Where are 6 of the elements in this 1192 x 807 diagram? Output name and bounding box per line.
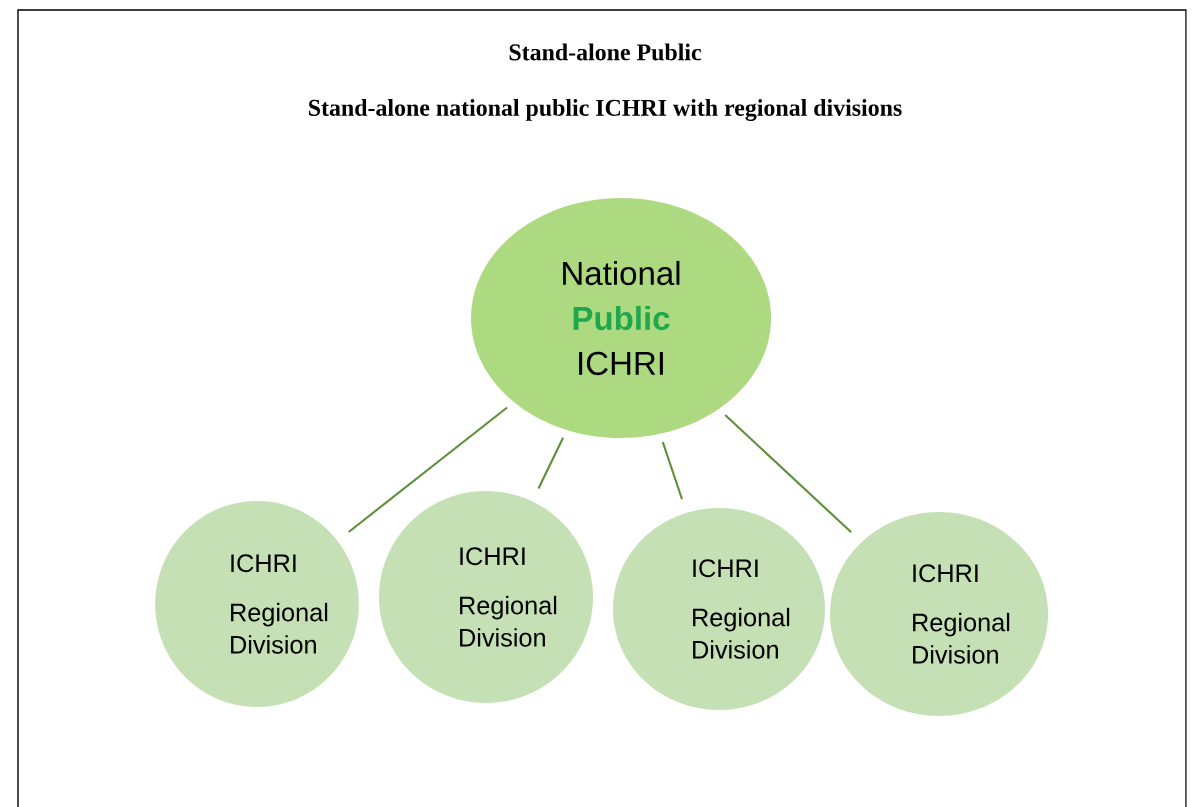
subtitle: Stand-alone national public ICHRI with regional divisions (309, 99, 902, 121)
connector-line (724, 414, 852, 534)
connector-line (348, 406, 508, 533)
connector-line (537, 437, 564, 489)
title: Stand-alone Public (509, 43, 701, 61)
connector-line (661, 441, 684, 500)
